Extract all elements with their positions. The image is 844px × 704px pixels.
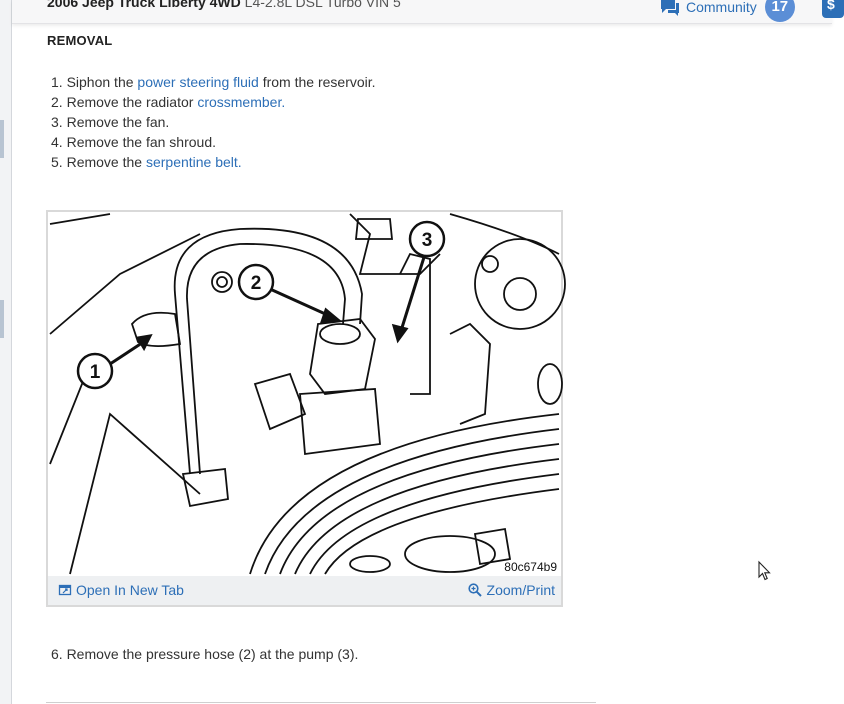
list-item: 5. Remove the serpentine belt. <box>51 154 242 170</box>
svg-text:3: 3 <box>422 230 433 251</box>
open-in-new-tab-button[interactable]: Open In New Tab <box>58 582 184 598</box>
callout-3: 3 <box>408 220 446 258</box>
zoom-print-button[interactable]: Zoom/Print <box>467 582 555 598</box>
svg-text:2: 2 <box>251 273 262 294</box>
sidebar-marker <box>0 120 4 158</box>
divider <box>46 702 596 703</box>
pump-diagram[interactable]: 1 2 3 80c674b9 <box>49 213 566 575</box>
step-6-text: 6. Remove the pressure hose (2) at the p… <box>51 646 359 662</box>
left-sidebar-strip <box>0 0 12 704</box>
community-button[interactable]: Community 17 <box>660 0 795 22</box>
dollar-icon[interactable]: $ <box>822 0 844 18</box>
list-item: 4. Remove the fan shroud. <box>51 134 216 150</box>
list-item: 2. Remove the radiator crossmember. <box>51 94 286 110</box>
power-steering-fluid-link[interactable]: power steering fluid <box>137 74 259 90</box>
community-label: Community <box>686 0 757 15</box>
list-item: 3. Remove the fan. <box>51 114 170 130</box>
new-tab-icon <box>58 584 72 596</box>
crossmember-link[interactable]: crossmember. <box>197 94 286 110</box>
community-count-badge: 17 <box>764 0 795 22</box>
callout-1: 1 <box>76 352 114 390</box>
list-item: 1. Siphon the power steering fluid from … <box>51 74 376 90</box>
svg-text:1: 1 <box>90 362 101 383</box>
chat-icon <box>661 0 679 16</box>
zoom-icon <box>467 583 482 597</box>
vehicle-title: 2006 Jeep Truck Liberty 4WD L4-2.8L DSL … <box>47 0 401 10</box>
serpentine-belt-link[interactable]: serpentine belt. <box>145 154 242 170</box>
removal-steps-list: 1. Siphon the power steering fluid from … <box>51 72 376 172</box>
callout-2: 2 <box>237 263 275 301</box>
figure-code: 80c674b9 <box>504 560 557 574</box>
figure-panel: 1 2 3 80c674b9 Open In New Tab <box>46 210 566 607</box>
figure-toolbar: Open In New Tab Zoom/Print <box>48 576 561 605</box>
section-heading: REMOVAL <box>47 33 113 48</box>
sidebar-marker <box>0 300 4 338</box>
top-header-bar: 2006 Jeep Truck Liberty 4WD L4-2.8L DSL … <box>12 0 844 24</box>
mouse-cursor-icon <box>758 560 771 581</box>
